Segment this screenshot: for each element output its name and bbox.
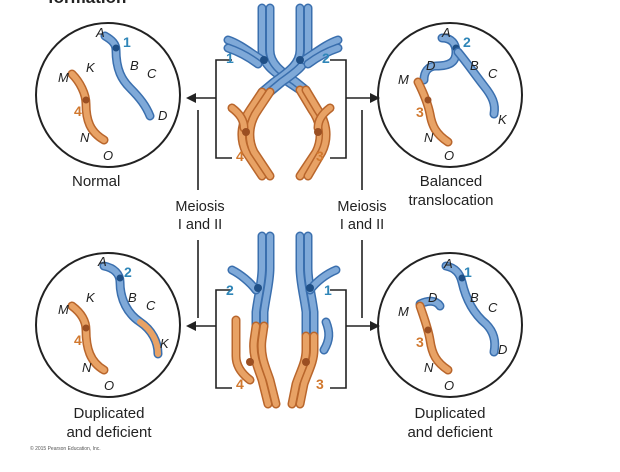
letter-dupright-B: B [470,290,479,305]
letter-dupright-O: O [444,378,455,393]
quadrivalent-top [223,3,343,181]
caption-normal: Normal [72,173,121,190]
chromosome-dupright-mixed [415,296,453,375]
letter-balanced-B: B [470,58,479,73]
letter-dupleft-B: B [128,290,137,305]
quadrivalent-bottom [227,231,341,409]
center-top-number-3: 3 [316,148,324,164]
letter-balanced-K: K [498,112,507,127]
letter-normal-D: D [158,108,168,123]
letter-balanced-M: M [398,72,409,87]
center-bottom-number-4: 4 [236,376,244,392]
brackets [194,59,372,389]
letter-dupleft-K2: K [160,336,169,351]
letter-balanced-N: N [424,130,434,145]
letter-dupleft-A: A [98,254,107,269]
letter-normal-O: O [103,148,114,163]
cell-circle-dup-right [377,252,523,398]
centromere-number-normal-1: 1 [123,34,131,50]
letter-dupleft-M: M [58,302,69,317]
letter-dupleft-K: K [86,290,95,305]
letter-balanced-C: C [488,66,498,81]
letter-normal-M: M [58,70,69,85]
figure-title-fragment: formation [48,0,126,8]
letter-normal-C: C [147,66,157,81]
caption-dup-right: Duplicated and deficient [407,405,493,441]
letter-balanced-O: O [444,148,455,163]
chromosome-balanced-blue-long [453,47,499,119]
letter-dupright-D2: D [498,342,508,357]
cell-circle-dup-left [35,252,181,398]
letter-normal-B: B [130,58,139,73]
chromosome-dupleft-blue [99,261,163,359]
center-bottom-number-1: 1 [324,282,332,298]
centromere-number-dupleft-4: 4 [74,332,82,348]
center-top-number-4: 4 [236,148,244,164]
letter-dupright-N: N [424,360,434,375]
letter-normal-A: A [96,25,105,40]
chromosome-dupright-blue-long [441,261,500,357]
caption-dup-left: Duplicated and deficient [66,405,152,441]
copyright-text: © 2015 Pearson Education, Inc. [30,446,101,452]
letter-dupright-D: D [428,290,438,305]
centromere-number-balanced-2: 2 [463,34,471,50]
letter-normal-N: N [80,130,90,145]
center-top-number-1: 1 [226,50,234,66]
letter-balanced-A: A [442,25,451,40]
letter-dupleft-N: N [82,360,92,375]
centromere-number-balanced-3: 3 [416,104,424,120]
cell-circle-normal [35,22,181,168]
chromosome-normal-orange [67,69,109,145]
letter-balanced-D: D [426,58,436,73]
letter-dupright-M: M [398,304,409,319]
center-bottom-number-2: 2 [226,282,234,298]
letter-normal-K: K [86,60,95,75]
centromere-number-dupright-3: 3 [416,334,424,350]
letter-dupright-A: A [444,256,453,271]
letter-dupright-C: C [488,300,498,315]
centromere-number-dupright-1: 1 [464,264,472,280]
meiosis-label-right: Meiosis I and II [337,199,387,233]
chromosome-balanced-orange [413,77,453,147]
arrowheads [186,93,380,331]
meiosis-label-left: Meiosis I and II [175,199,225,233]
chromosome-normal-blue [100,31,155,121]
cell-circle-balanced [377,22,523,168]
letter-dupleft-O: O [104,378,115,393]
centromere-number-dupleft-2: 2 [124,264,132,280]
caption-balanced: Balanced translocation [408,173,494,209]
letter-dupleft-C: C [146,298,156,313]
chromosome-dupleft-orange [67,301,109,375]
centromere-number-normal-4: 4 [74,103,82,119]
center-top-number-2: 2 [322,50,330,66]
center-bottom-number-3: 3 [316,376,324,392]
